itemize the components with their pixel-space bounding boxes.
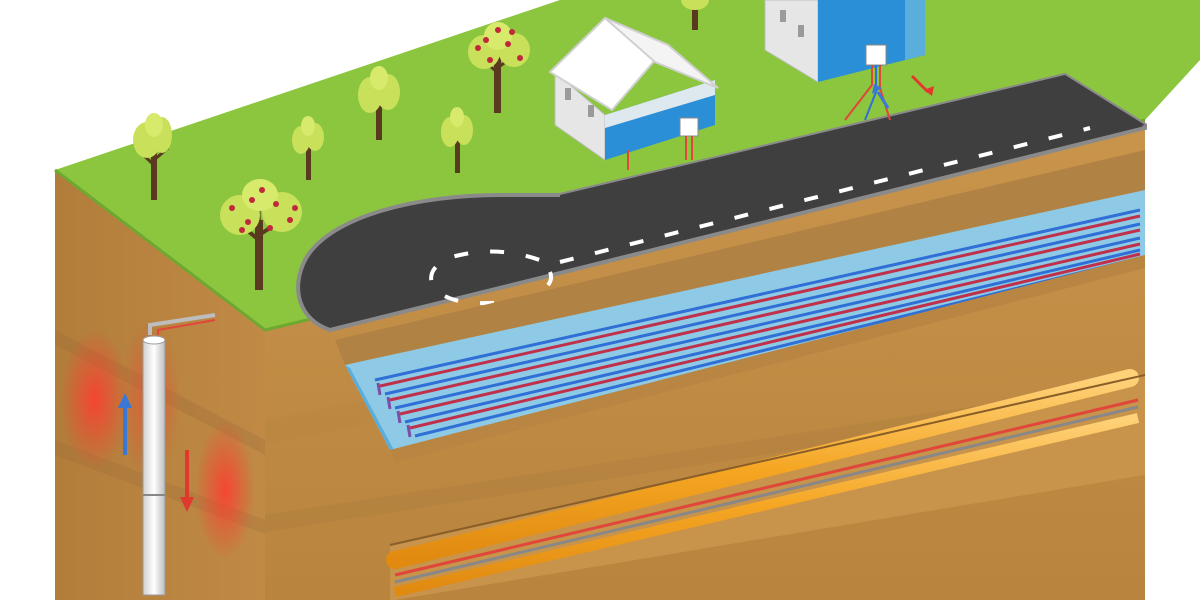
house-icon: [764, 0, 925, 121]
loop-pipe-blue: [374, 208, 1141, 382]
loop-pipe-red: [389, 228, 1141, 402]
borehole-feed-pipe: [148, 313, 216, 335]
blossom-tree-icon: [468, 22, 530, 113]
heat-glow: [195, 420, 255, 560]
tree-icon: [441, 107, 473, 173]
tree-icon: [133, 113, 172, 200]
pipe-red-line: [394, 398, 1139, 577]
loop-pipe-red: [409, 252, 1141, 430]
borehole-pipe: [142, 339, 166, 596]
arrow-down-icon: [180, 450, 194, 512]
tree-icon: [681, 0, 709, 30]
arrow-up-icon: [118, 393, 132, 455]
blossom-tree-icon: [220, 179, 302, 290]
loop-pipe-red: [379, 214, 1141, 388]
borehole-feed-pipe-red: [157, 319, 216, 335]
lower-trench-edge: [389, 374, 1146, 546]
loop-pipe-red: [399, 242, 1141, 416]
trench-back-wall: [335, 150, 1145, 365]
heat-pump-unit: [865, 44, 887, 66]
loop-pipe-blue: [384, 222, 1141, 396]
arrow-up-icon: [872, 84, 890, 109]
tree-icon: [358, 66, 400, 140]
heat-pump-unit: [679, 117, 699, 137]
loop-pipe-purple: [376, 382, 412, 438]
water-pool-shade: [345, 365, 395, 452]
trench-floor-soil: [390, 255, 1145, 462]
house-icon: [548, 16, 719, 170]
pipe-grey-line: [394, 405, 1139, 584]
loop-pipe-blue: [404, 248, 1141, 424]
road-far-section: [560, 75, 1145, 197]
soil-band: [265, 380, 1145, 532]
heat-glow: [60, 330, 130, 470]
borehole-top: [142, 335, 166, 345]
orange-pipe: [386, 369, 1139, 569]
orange-pipe: [393, 413, 1140, 597]
tree-icon: [292, 116, 324, 180]
arrow-down-icon: [910, 74, 934, 96]
loop-pipe-blue: [394, 236, 1141, 410]
